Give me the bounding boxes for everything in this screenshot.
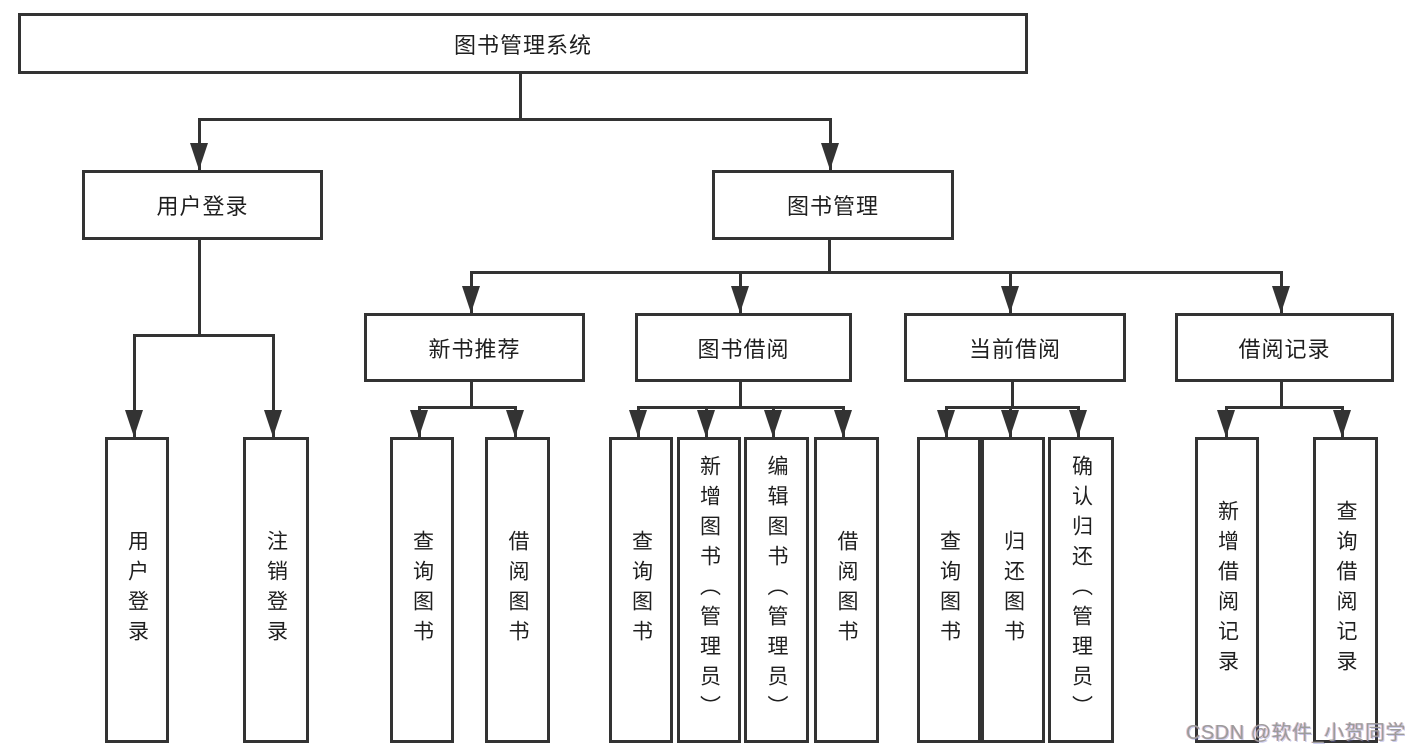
node-leaf-add-books-admin: 新增图书（管理员） bbox=[677, 437, 741, 743]
node-book-borrowing: 图书借阅 bbox=[635, 313, 852, 382]
arrow-down-icon bbox=[764, 410, 782, 437]
node-current-borrowing: 当前借阅 bbox=[904, 313, 1126, 382]
node-leaf-query-borrow-record: 查询借阅记录 bbox=[1313, 437, 1378, 743]
connector-line bbox=[944, 405, 1080, 409]
node-library-system: 图书管理系统 bbox=[18, 13, 1028, 74]
arrow-down-icon bbox=[629, 410, 647, 437]
node-leaf-logout: 注销登录 bbox=[243, 437, 309, 743]
node-leaf-confirm-return-admin: 确认归还（管理员） bbox=[1048, 437, 1114, 743]
connector-line bbox=[1224, 405, 1344, 409]
node-book-management: 图书管理 bbox=[712, 170, 954, 240]
connector-line bbox=[827, 232, 831, 272]
node-leaf-borrow-books-recommend: 借阅图书 bbox=[485, 437, 550, 743]
arrow-down-icon bbox=[1069, 410, 1087, 437]
connector-line bbox=[417, 405, 517, 409]
node-user-login: 用户登录 bbox=[82, 170, 323, 240]
arrow-down-icon bbox=[731, 286, 749, 313]
arrow-down-icon bbox=[462, 286, 480, 313]
arrow-down-icon bbox=[264, 410, 282, 437]
arrow-down-icon bbox=[697, 410, 715, 437]
arrow-down-icon bbox=[1333, 410, 1351, 437]
connector-line bbox=[636, 405, 845, 409]
arrow-down-icon bbox=[125, 410, 143, 437]
node-leaf-query-books-recommend: 查询图书 bbox=[390, 437, 454, 743]
node-leaf-user-login: 用户登录 bbox=[105, 437, 169, 743]
connector-line bbox=[197, 117, 832, 121]
arrow-down-icon bbox=[821, 143, 839, 170]
connector-line bbox=[1010, 374, 1014, 407]
node-new-book-recommendation: 新书推荐 bbox=[364, 313, 585, 382]
node-leaf-borrow-books: 借阅图书 bbox=[814, 437, 879, 743]
arrow-down-icon bbox=[410, 410, 428, 437]
arrow-down-icon bbox=[1272, 286, 1290, 313]
arrow-down-icon bbox=[834, 410, 852, 437]
connector-line bbox=[132, 333, 275, 337]
node-leaf-query-books-current: 查询图书 bbox=[917, 437, 981, 743]
connector-line bbox=[469, 270, 1283, 274]
watermark: CSDN @软件_小贺同学 bbox=[1186, 722, 1405, 744]
connector-line bbox=[132, 333, 136, 437]
connector-line bbox=[1279, 374, 1283, 407]
connector-line bbox=[738, 374, 742, 407]
node-leaf-add-borrow-record: 新增借阅记录 bbox=[1195, 437, 1259, 743]
node-borrowing-records: 借阅记录 bbox=[1175, 313, 1394, 382]
connector-line bbox=[197, 232, 201, 335]
arrow-down-icon bbox=[506, 410, 524, 437]
connector-line bbox=[469, 374, 473, 407]
arrow-down-icon bbox=[190, 143, 208, 170]
arrow-down-icon bbox=[937, 410, 955, 437]
arrow-down-icon bbox=[1001, 410, 1019, 437]
connector-line bbox=[271, 333, 275, 437]
node-leaf-return-books: 归还图书 bbox=[981, 437, 1045, 743]
node-leaf-query-books-borrowing: 查询图书 bbox=[609, 437, 673, 743]
arrow-down-icon bbox=[1217, 410, 1235, 437]
node-leaf-edit-books-admin: 编辑图书（管理员） bbox=[744, 437, 809, 743]
connector-line bbox=[518, 66, 522, 119]
arrow-down-icon bbox=[1001, 286, 1019, 313]
